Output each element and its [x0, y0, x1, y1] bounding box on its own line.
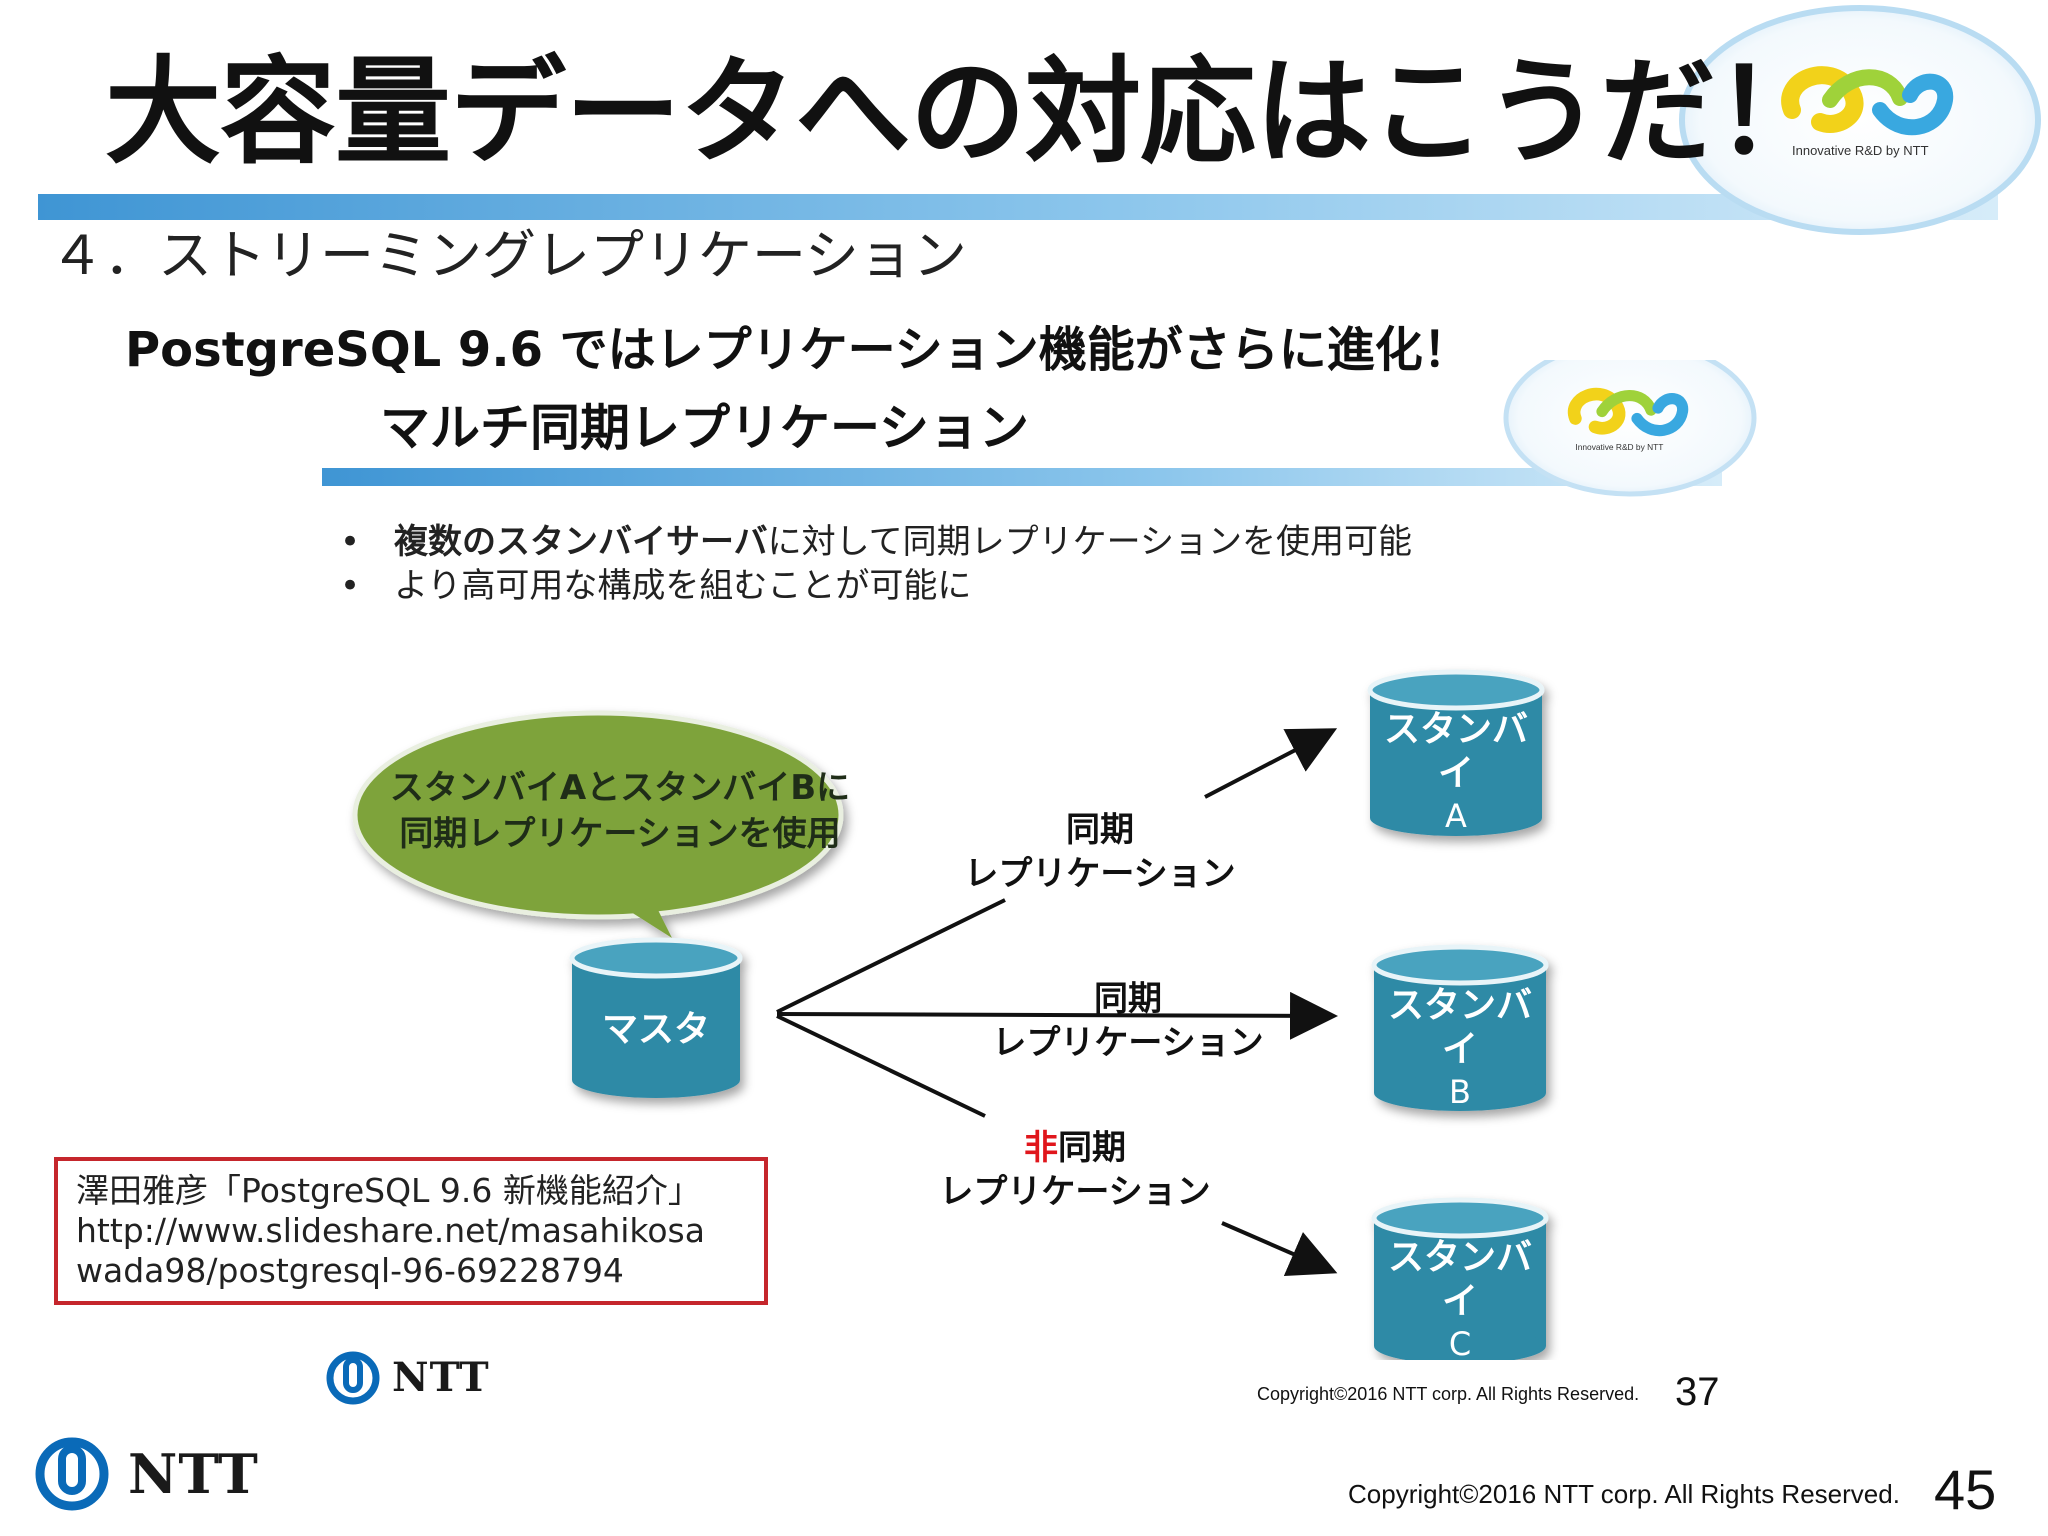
section-heading: ４．ストリーミングレプリケーション [50, 224, 967, 287]
header-bar [38, 194, 1998, 220]
replication-line2: レプリケーション [939, 1172, 1211, 1212]
async-prefix: 非 [1024, 1128, 1058, 1168]
arrow-to-standby-a [1204, 728, 1338, 799]
standby-a-label-group: スタンバイ A [1370, 708, 1542, 836]
replication-line1-text: 同期 [1058, 1128, 1126, 1168]
header-oval [1679, 5, 2041, 235]
embedded-ntt-wordmark: NTT [392, 1354, 490, 1401]
connector-master-upper [776, 898, 1006, 1014]
standby-label: スタンバイ [1387, 985, 1532, 1070]
speech-line: 同期レプリケーションを使用 [399, 814, 841, 854]
async-replication-label: 非同期 レプリケーション [935, 1126, 1215, 1214]
standby-c-cylinder [1371, 1197, 1549, 1360]
arrow-to-standby-c [1221, 1221, 1338, 1277]
standby-id: B [1449, 1073, 1471, 1111]
replication-line2: レプリケーション [964, 854, 1236, 894]
replication-line2: レプリケーション [992, 1023, 1264, 1063]
embedded-subtitle: マルチ同期レプリケーション [380, 399, 1029, 457]
citation-line: wada98/postgresql-96-69228794 [76, 1251, 624, 1290]
bullet-dot: • [340, 522, 361, 562]
standby-id: C [1448, 1325, 1472, 1363]
speech-line: スタンバイAとスタンバイBに [389, 768, 851, 808]
master-database-cylinder [569, 937, 743, 1098]
embedded-logo: Innovative R&D by NTT [1567, 387, 1689, 452]
header-decoration [38, 5, 2041, 235]
replication-diagram [352, 669, 1549, 1360]
master-label: マスタ [601, 1009, 710, 1050]
standby-id: A [1445, 797, 1467, 835]
replication-line1: 非同期 [935, 1126, 1215, 1170]
replication-line1: 同期 [1066, 810, 1134, 850]
ntt-logo-icon [35, 1437, 109, 1511]
embedded-header-oval [1503, 360, 1757, 497]
embedded-header-bar [322, 468, 1722, 486]
speech-bubble-text: スタンバイAとスタンバイBに 同期レプリケーションを使用 [360, 765, 880, 857]
standby-label: スタンバイ [1383, 709, 1528, 794]
embedded-title: PostgreSQL 9.6 ではレプリケーション機能がさらに進化！ [125, 322, 1471, 378]
bullet-text: より高可用な構成を組むことが可能に [394, 566, 972, 606]
sync-replication-label-a: 同期 レプリケーション [960, 808, 1240, 896]
copyright-footer: Copyright©2016 NTT corp. All Rights Rese… [1348, 1479, 1900, 1509]
bullet-item: • 複数のスタンバイサーバに対して同期レプリケーションを使用可能 [340, 520, 1412, 564]
bullet-text: に対して同期レプリケーションを使用可能 [767, 522, 1412, 562]
embedded-page-number: 37 [1675, 1370, 1720, 1414]
embedded-logo-caption: Innovative R&D by NTT [1575, 442, 1663, 452]
citation-box: 澤田雅彦「PostgreSQL 9.6 新機能紹介」 http://www.sl… [54, 1157, 768, 1305]
page-title: 大容量データへの対応はこうだ！ [105, 45, 1831, 180]
bullet-bold-text: 複数のスタンバイサーバ [394, 522, 768, 562]
innovative-rd-logo: Innovative R&D by NTT [1781, 66, 1954, 158]
bullet-item: • より高可用な構成を組むことが可能に [340, 564, 971, 608]
sync-replication-label-b: 同期 レプリケーション [988, 977, 1268, 1065]
page-number: 45 [1934, 1458, 1997, 1521]
citation-line: 澤田雅彦「PostgreSQL 9.6 新機能紹介」 [76, 1171, 701, 1210]
embedded-ntt-logo-icon [326, 1351, 380, 1405]
logo-caption: Innovative R&D by NTT [1792, 143, 1929, 158]
standby-a-cylinder [1367, 669, 1545, 836]
standby-b-cylinder [1371, 944, 1549, 1111]
standby-c-label-group: スタンバイ C [1374, 1236, 1546, 1364]
citation-line: http://www.slideshare.net/masahikosa [76, 1211, 705, 1250]
ntt-wordmark: NTT [128, 1442, 259, 1506]
bullet-dot: • [340, 566, 361, 606]
replication-line1: 同期 [1094, 979, 1162, 1019]
speech-bubble [352, 710, 844, 938]
standby-b-label-group: スタンバイ B [1374, 984, 1546, 1112]
embedded-header-decoration [322, 360, 1757, 497]
arrow-to-standby-b [776, 991, 1338, 1040]
standby-label: スタンバイ [1387, 1237, 1532, 1322]
embedded-copyright: Copyright©2016 NTT corp. All Rights Rese… [1257, 1384, 1640, 1404]
connector-master-lower [776, 1014, 986, 1118]
